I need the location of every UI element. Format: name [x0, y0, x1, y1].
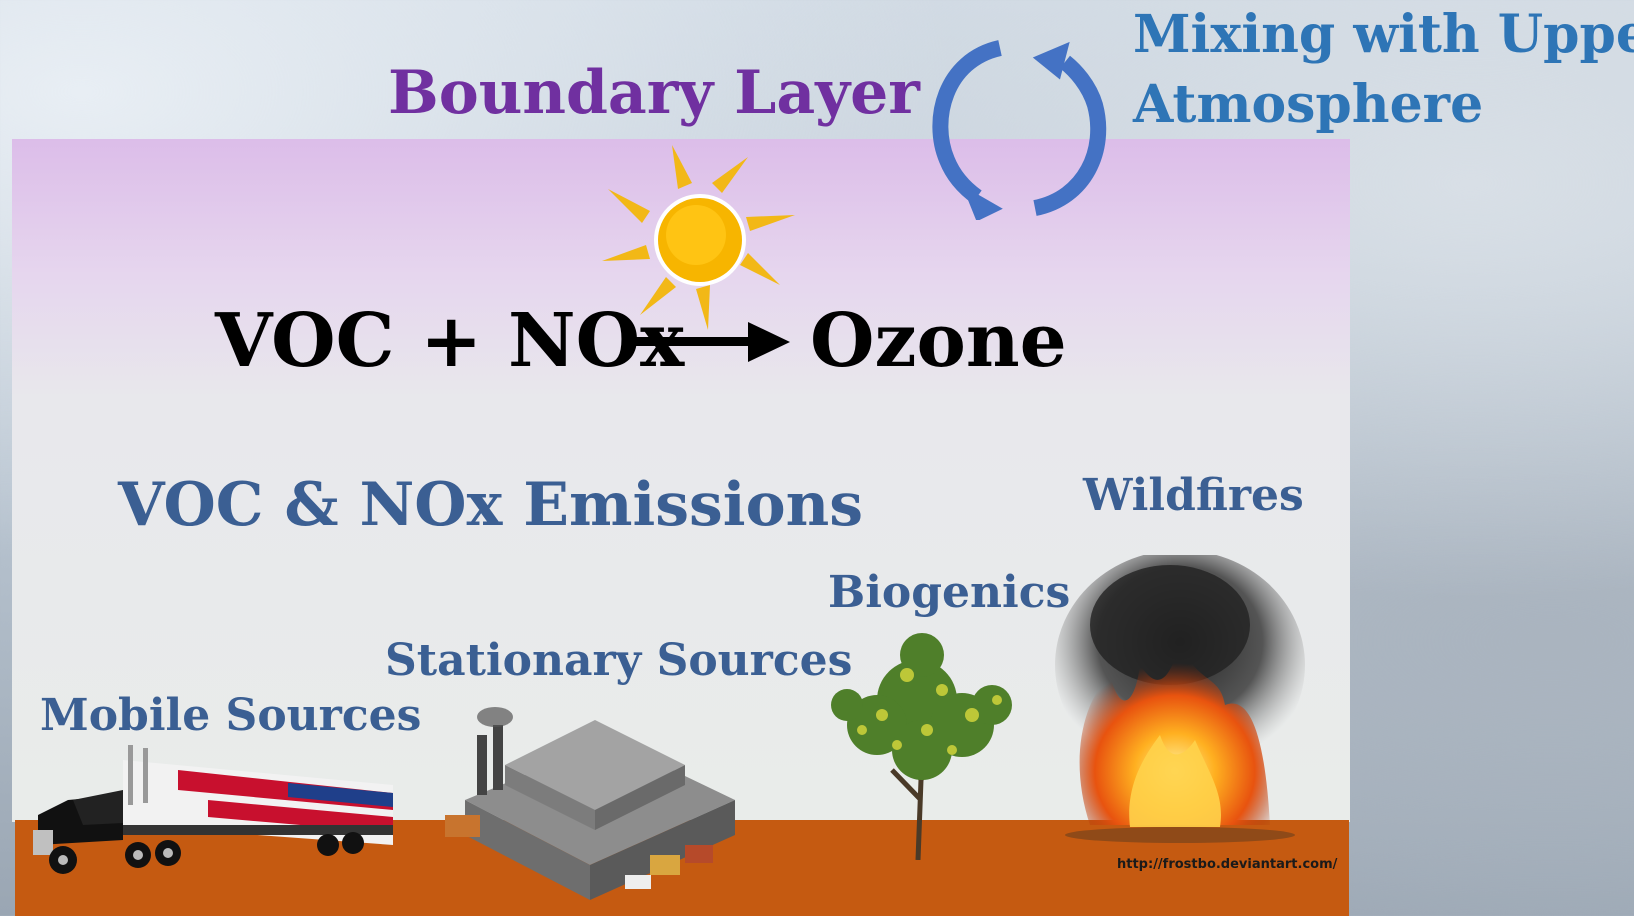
image-credit: http://frostbo.deviantart.com/	[1117, 857, 1338, 872]
tree-icon	[831, 633, 1012, 860]
label-stationary-sources: Stationary Sources	[385, 635, 853, 686]
mixing-label: Mixing with Upper Atmosphere	[1133, 0, 1634, 140]
mixing-label-line1: Mixing with Upper	[1133, 4, 1634, 65]
reaction-arrow-icon	[636, 322, 790, 362]
boundary-layer-title: Boundary Layer	[388, 58, 920, 128]
emissions-heading: VOC & NOx Emissions	[118, 470, 864, 540]
label-wildfires: Wildfires	[1083, 470, 1304, 521]
factory-icon	[445, 707, 735, 900]
reaction-product: Ozone	[810, 298, 1067, 384]
truck-icon	[33, 745, 393, 874]
cycle-arrows-icon	[932, 40, 1107, 220]
fire-icon	[1055, 555, 1305, 843]
reaction-reactants: VOC + NOx	[215, 298, 685, 384]
label-biogenics: Biogenics	[828, 567, 1071, 618]
sun-icon	[602, 145, 795, 330]
mixing-label-line2: Atmosphere	[1133, 74, 1484, 135]
label-mobile-sources: Mobile Sources	[40, 690, 422, 741]
